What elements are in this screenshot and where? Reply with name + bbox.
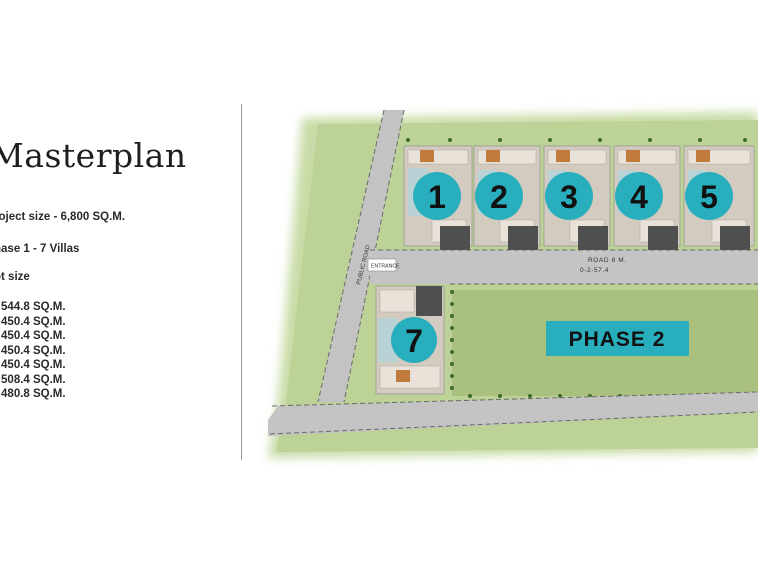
svg-text:7: 7 <box>405 323 423 359</box>
project-size: roject size - 6,800 SQ.M. <box>0 211 126 223</box>
plot-size-item: - 450.4 SQ.M. <box>0 359 66 371</box>
phase-2-badge <box>546 321 689 356</box>
svg-text:2: 2 <box>490 179 508 215</box>
bottom-road <box>268 392 758 436</box>
villa-badge-2: 2 <box>475 172 523 220</box>
plot-size-list: - 544.8 SQ.M. - 450.4 SQ.M. - 450.4 SQ.M… <box>0 300 66 402</box>
villa-lot-3 <box>543 145 611 250</box>
plot-size-item: - 508.4 SQ.M. <box>0 373 66 386</box>
phase-2-label: PHASE 2 <box>569 328 666 351</box>
phase-one-villas: hase 1 - 7 Villas <box>0 243 80 255</box>
svg-text:3: 3 <box>560 179 578 215</box>
svg-text:1: 1 <box>428 179 446 215</box>
villa-badge-1: 1 <box>413 172 461 220</box>
internal-road <box>370 250 758 284</box>
entrance-label: ENTRANCE <box>371 264 400 270</box>
plot-size-label: ot size <box>0 271 30 283</box>
villa-badge-5: 5 <box>685 172 733 220</box>
villa-badge-7: 7 <box>391 317 437 363</box>
plot-size-item: - 450.4 SQ.M. <box>0 330 66 342</box>
villa-badge-3: 3 <box>545 172 593 220</box>
plot-size-item: - 450.4 SQ.M. <box>0 344 66 357</box>
svg-text:5: 5 <box>700 179 718 215</box>
road-area-label: 0-2-57.4 <box>580 267 609 274</box>
info-panel: Masterplan roject size - 6,800 SQ.M. has… <box>0 0 240 564</box>
plot-size-item: - 480.8 SQ.M. <box>0 388 66 400</box>
svg-text:4: 4 <box>630 179 648 215</box>
villa-badge-4: 4 <box>615 172 663 220</box>
divider <box>241 104 242 460</box>
plot-size-item: - 450.4 SQ.M. <box>0 315 66 328</box>
tree-border <box>406 138 747 398</box>
public-road <box>318 110 404 402</box>
plot-size-item: - 544.8 SQ.M. <box>0 301 66 313</box>
road-label: ROAD 8 M. <box>588 257 627 264</box>
page-title: Masterplan <box>0 136 187 175</box>
